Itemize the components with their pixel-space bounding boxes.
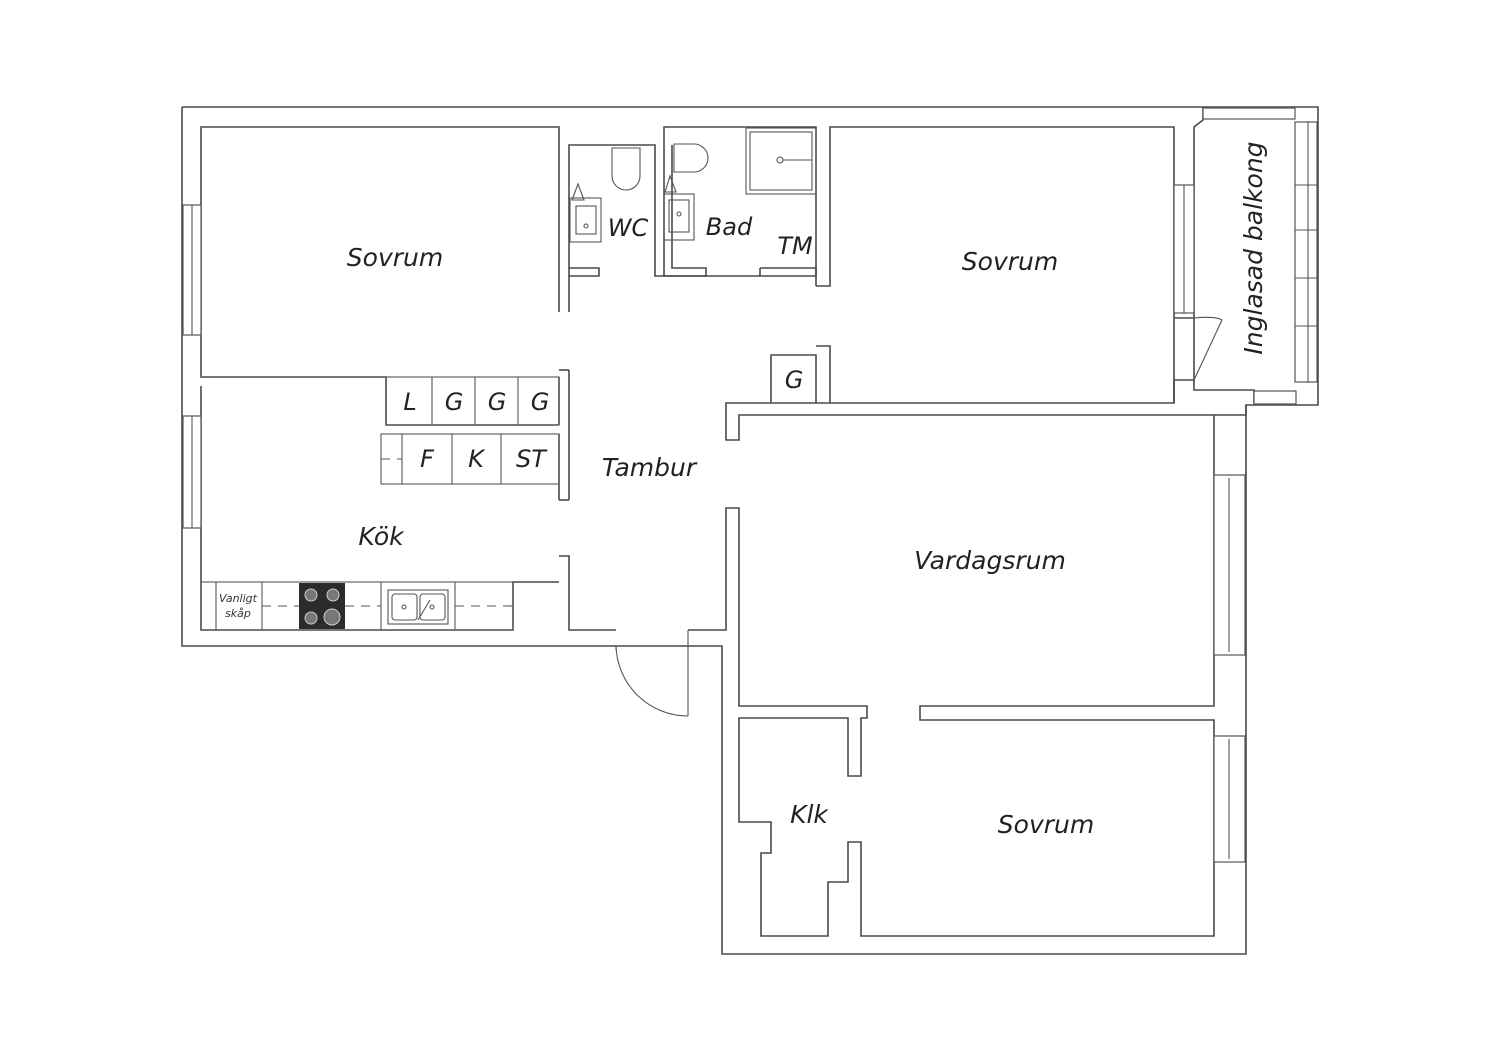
- closet-label: K: [468, 445, 486, 473]
- kitchen-counter: [200, 581, 514, 631]
- closet-label: ST: [516, 445, 548, 473]
- cabinet-label-line2: skåp: [225, 607, 251, 620]
- room-label-vardagsrum: Vardagsrum: [914, 546, 1066, 575]
- interior-walls: [200, 126, 1247, 937]
- room-label-wc: WC: [608, 214, 649, 242]
- closet-row-top: [385, 376, 560, 426]
- room-label-sovrum-1: Sovrum: [347, 243, 443, 272]
- closet-label: G: [531, 388, 550, 416]
- room-label-sovrum-3: Sovrum: [998, 810, 1094, 839]
- closet-label: F: [420, 445, 435, 473]
- room-label-g-closet: G: [785, 366, 804, 394]
- room-label-sovrum-2: Sovrum: [962, 247, 1058, 276]
- room-label-klk: Klk: [790, 800, 829, 829]
- windows: [182, 184, 1246, 863]
- closet-labels: L G G G F K ST: [403, 388, 549, 473]
- cabinet-labels: Vanligt skåp: [219, 592, 258, 620]
- wc-fixtures: [569, 147, 641, 243]
- bath-fixtures: [663, 127, 817, 241]
- closet-label: G: [445, 388, 464, 416]
- outer-walls: [181, 106, 1319, 955]
- cabinet-label-line1: Vanligt: [219, 592, 258, 605]
- closet-label: G: [488, 388, 507, 416]
- room-labels: Sovrum WC Bad TM Sovrum Inglasad balkong…: [347, 141, 1268, 839]
- shower: [745, 127, 817, 195]
- room-label-balkong: Inglasad balkong: [1239, 141, 1268, 354]
- closet-row-bottom: [380, 433, 560, 485]
- room-label-kok: Kök: [358, 522, 405, 551]
- entry-door: [615, 630, 689, 717]
- room-label-tm: TM: [777, 232, 813, 260]
- room-label-tambur: Tambur: [602, 453, 698, 482]
- sink: [387, 589, 449, 625]
- room-label-bad: Bad: [706, 213, 753, 241]
- closet-label: L: [403, 388, 416, 416]
